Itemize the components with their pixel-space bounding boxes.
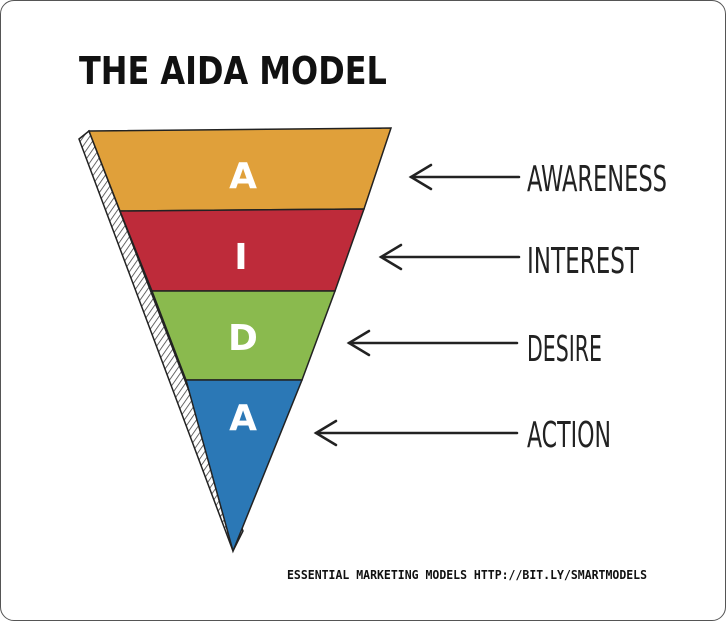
arrow-left-icon (378, 243, 521, 271)
stage-label-awareness: AWARENESS (527, 159, 667, 200)
stage-label-action: ACTION (527, 415, 611, 456)
segment-letter: A (229, 156, 257, 197)
funnel-side-face (78, 129, 244, 553)
arrow-left-icon (346, 329, 519, 357)
stage-label-desire: DESIRE (527, 329, 602, 370)
segment-letter: I (234, 237, 247, 278)
page-title: THE AIDA MODEL (79, 49, 387, 93)
segment-letter: A (229, 398, 257, 439)
arrow-left-icon (408, 163, 521, 191)
stage-label-interest: INTEREST (527, 241, 639, 282)
source-footer: ESSENTIAL MARKETING MODELS HTTP://BIT.LY… (287, 567, 648, 582)
segment-action (185, 379, 304, 554)
segment-letter: D (228, 318, 258, 359)
arrow-left-icon (313, 419, 519, 447)
